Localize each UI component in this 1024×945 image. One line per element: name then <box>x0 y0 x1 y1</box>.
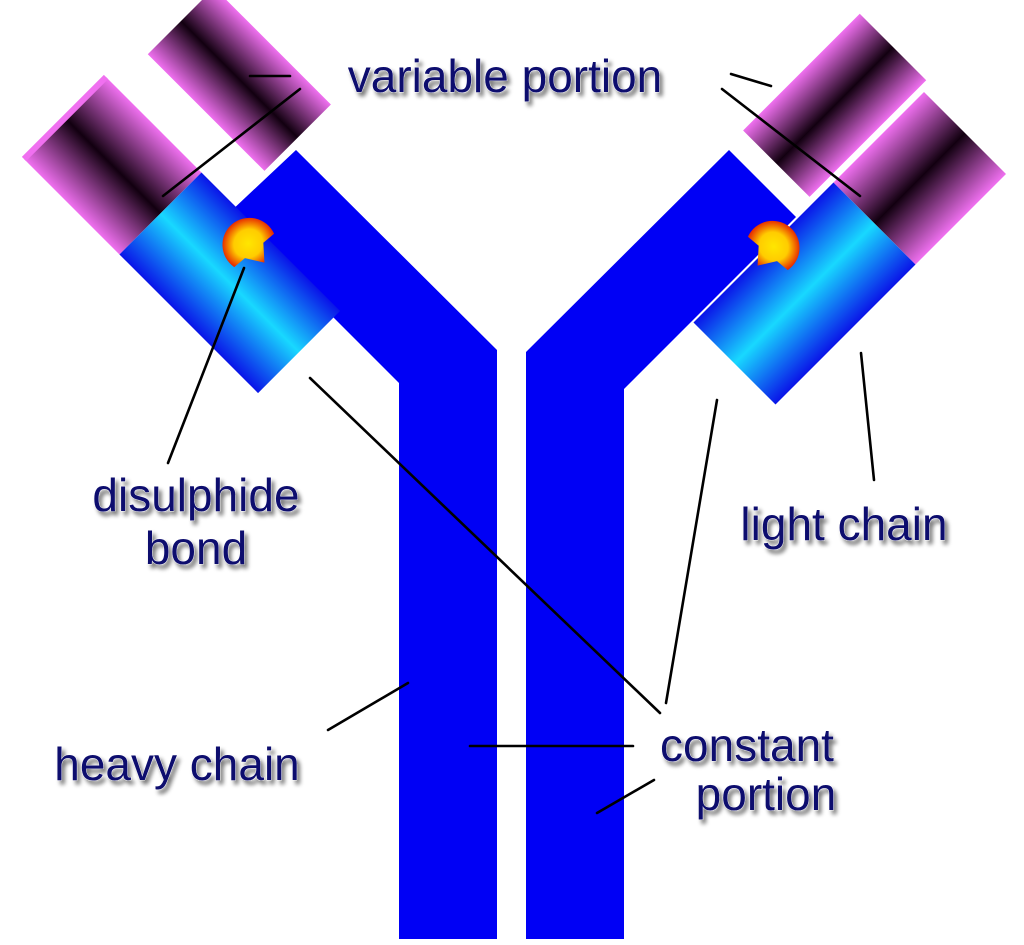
left-light-variable-end <box>21 74 109 162</box>
leader-constant-left-light <box>308 376 662 715</box>
disulphide-bond-right <box>747 220 800 271</box>
leader-disulphide <box>166 266 246 465</box>
left-heavy-variable <box>147 0 331 171</box>
leader-heavy-chain <box>326 681 410 732</box>
right-light-chain <box>693 91 1007 405</box>
leader-portion-heavy <box>595 778 656 815</box>
disulphide-bond-right-shape <box>747 220 800 271</box>
labels: variable portion disulphide bond light c… <box>54 50 948 821</box>
disulphide-bond-left-shape <box>222 217 275 268</box>
heavy-chain-left <box>229 150 497 939</box>
label-constant: constant <box>660 719 834 771</box>
leader-lines <box>161 72 876 815</box>
leader-light-chain <box>859 351 876 482</box>
heavy-chain-left-shape <box>229 150 497 939</box>
right-light-variable-block <box>833 91 1007 265</box>
label-disulphide: disulphide <box>92 469 299 521</box>
left-light-constant-block <box>119 172 341 394</box>
leader-variable-right-top <box>729 72 773 88</box>
disulphide-bond-left <box>222 217 275 268</box>
left-light-variable-block <box>23 76 202 255</box>
leader-constant-right-light <box>664 398 719 705</box>
label-heavy-chain: heavy chain <box>54 738 300 790</box>
right-light-constant-block <box>693 182 916 405</box>
leader-variable-right-diag <box>720 87 862 198</box>
heavy-chain-right <box>526 150 796 939</box>
heavy-chain-right-shape <box>526 150 796 939</box>
label-variable-portion: variable portion <box>348 50 663 102</box>
leader-variable-left-diag <box>161 87 302 198</box>
left-light-chain <box>21 74 341 394</box>
label-bond: bond <box>145 522 247 574</box>
left-heavy-variable-block <box>147 0 331 171</box>
label-portion: portion <box>696 768 837 820</box>
right-heavy-variable <box>743 13 927 197</box>
right-heavy-variable-block <box>743 13 927 197</box>
label-light-chain: light chain <box>740 498 947 550</box>
